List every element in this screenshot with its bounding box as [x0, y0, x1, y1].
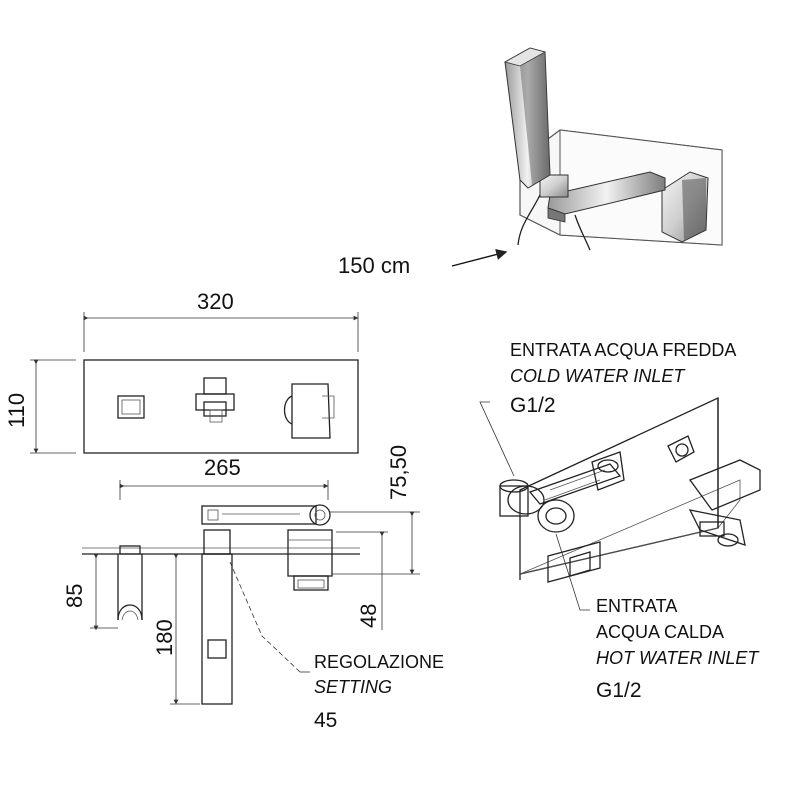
- plate-height-label: 110: [4, 393, 29, 428]
- height-180-label: 180: [152, 619, 177, 656]
- cold-inlet-label-it: ENTRATA ACQUA FREDDA: [510, 340, 736, 360]
- side-view: [82, 504, 360, 705]
- height-85-label: 85: [62, 584, 87, 608]
- cold-inlet-label-en: COLD WATER INLET: [510, 366, 686, 386]
- front-view: [83, 359, 359, 454]
- inlet-view: [499, 396, 761, 583]
- hot-inlet-label-it-1: ENTRATA: [596, 596, 677, 616]
- spout-length-label: 265: [204, 455, 241, 480]
- height-75-label: 75,50: [386, 445, 411, 500]
- plate-width-label: 320: [197, 289, 234, 314]
- setting-label-en: SETTING: [314, 677, 392, 697]
- product-render: [503, 47, 723, 251]
- hot-inlet-label-it-2: ACQUA CALDA: [596, 622, 724, 642]
- cold-inlet-thread: G1/2: [510, 394, 556, 417]
- hose-arrow: [451, 249, 508, 267]
- setting-value: 45: [314, 709, 337, 732]
- height-48-label: 48: [356, 604, 381, 628]
- hot-inlet-thread: G1/2: [596, 679, 642, 702]
- hot-inlet-label-en: HOT WATER INLET: [596, 648, 760, 668]
- hose-length-label: 150 cm: [338, 253, 410, 278]
- setting-label-it: REGOLAZIONE: [314, 652, 444, 672]
